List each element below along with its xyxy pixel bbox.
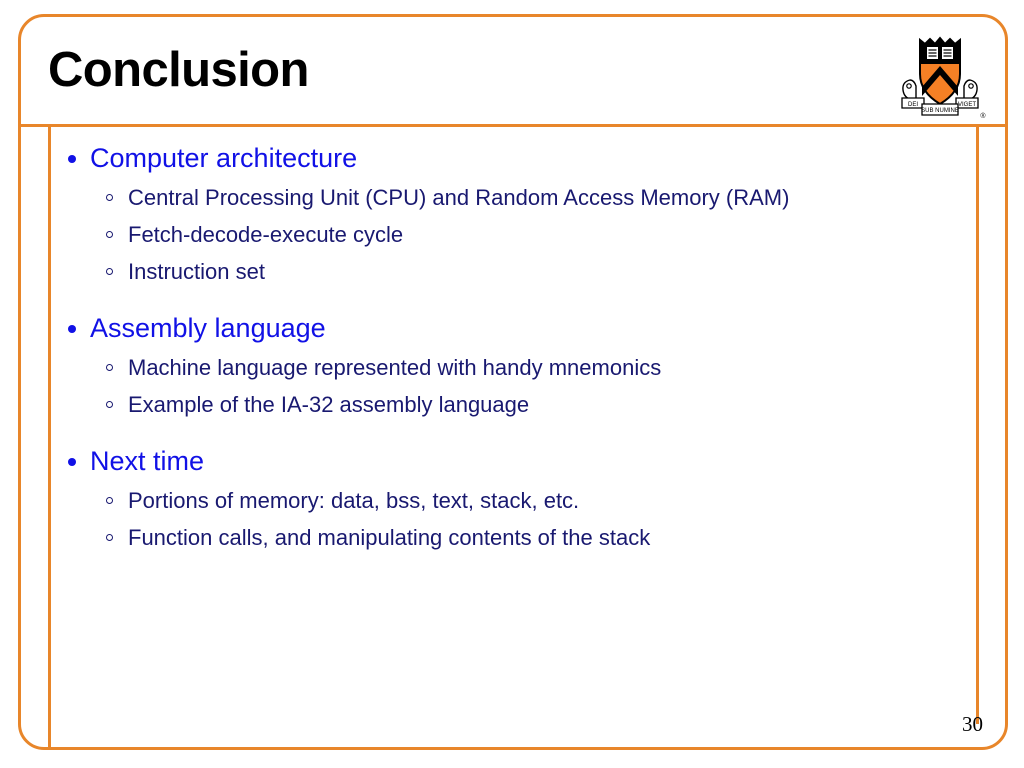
bullet-circle-icon bbox=[106, 268, 113, 275]
sub-bullet-label: Machine language represented with handy … bbox=[128, 355, 662, 380]
sub-bullet: Instruction set bbox=[62, 253, 967, 290]
sub-bullet: Fetch-decode-execute cycle bbox=[62, 216, 967, 253]
sub-bullet: Central Processing Unit (CPU) and Random… bbox=[62, 179, 967, 216]
slide-body: Computer architecture Central Processing… bbox=[62, 142, 967, 556]
sub-bullet-label: Function calls, and manipulating content… bbox=[128, 525, 651, 550]
bullet-dot-icon bbox=[68, 155, 76, 163]
sub-bullet: Portions of memory: data, bss, text, sta… bbox=[62, 482, 967, 519]
bullet-heading: Assembly language bbox=[62, 312, 967, 345]
svg-text:DEI: DEI bbox=[908, 102, 918, 108]
sub-bullet-label: Instruction set bbox=[128, 259, 265, 284]
svg-text:VIGET: VIGET bbox=[958, 102, 976, 108]
bullet-circle-icon bbox=[106, 194, 113, 201]
content-left-rule bbox=[48, 124, 51, 750]
bullet-group: Assembly language Machine language repre… bbox=[62, 312, 967, 423]
bullet-heading-label: Computer architecture bbox=[90, 143, 358, 173]
sub-bullet: Example of the IA-32 assembly language bbox=[62, 386, 967, 423]
princeton-shield-logo: DEI VIGET SUB NUMINE ® bbox=[890, 30, 990, 122]
title-divider-rule bbox=[18, 124, 1008, 127]
bullet-heading-label: Next time bbox=[90, 446, 205, 476]
content-right-rule bbox=[976, 124, 979, 724]
sub-bullet-label: Portions of memory: data, bss, text, sta… bbox=[128, 488, 580, 513]
bullet-circle-icon bbox=[106, 231, 113, 238]
page-number: 30 bbox=[962, 712, 983, 736]
sub-bullet-label: Example of the IA-32 assembly language bbox=[128, 392, 530, 417]
bullet-circle-icon bbox=[106, 534, 113, 541]
bullet-circle-icon bbox=[106, 401, 113, 408]
bullet-heading: Computer architecture bbox=[62, 142, 967, 175]
bullet-group: Next time Portions of memory: data, bss,… bbox=[62, 445, 967, 556]
sub-bullet-label: Central Processing Unit (CPU) and Random… bbox=[128, 185, 790, 210]
sub-bullet-label: Fetch-decode-execute cycle bbox=[128, 222, 404, 247]
bullet-circle-icon bbox=[106, 364, 113, 371]
svg-text:®: ® bbox=[980, 112, 986, 120]
bullet-circle-icon bbox=[106, 497, 113, 504]
bullet-dot-icon bbox=[68, 325, 76, 333]
sub-bullet: Function calls, and manipulating content… bbox=[62, 519, 967, 556]
bullet-dot-icon bbox=[68, 458, 76, 466]
bullet-heading-label: Assembly language bbox=[90, 313, 326, 343]
bullet-heading: Next time bbox=[62, 445, 967, 478]
slide-title: Conclusion bbox=[48, 43, 309, 97]
sub-bullet: Machine language represented with handy … bbox=[62, 349, 967, 386]
bullet-group: Computer architecture Central Processing… bbox=[62, 142, 967, 290]
svg-text:SUB NUMINE: SUB NUMINE bbox=[921, 108, 959, 114]
